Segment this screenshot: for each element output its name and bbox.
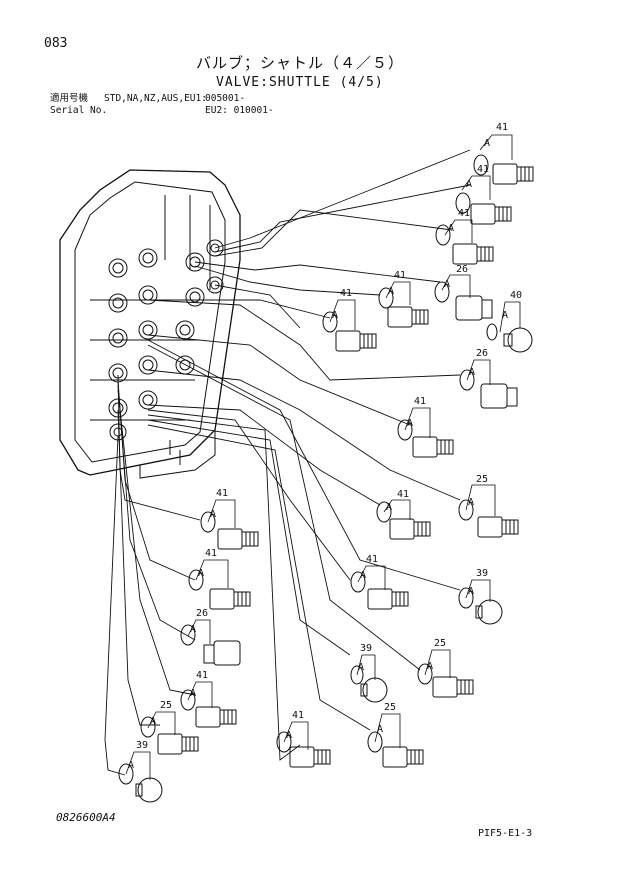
page-number: 083 xyxy=(44,36,68,51)
oring-a: A xyxy=(332,310,338,321)
leader-lines xyxy=(104,149,471,776)
label-40: 40 xyxy=(510,290,522,301)
label-25: 25 xyxy=(160,700,172,711)
label-41: 41 xyxy=(397,489,409,500)
label-41: 41 xyxy=(458,208,470,219)
label-41: 41 xyxy=(394,270,406,281)
oring-a: A xyxy=(502,310,508,321)
oring-a: A xyxy=(198,568,204,579)
serial-label-en: Serial No. xyxy=(50,105,108,116)
label-39: 39 xyxy=(136,740,148,751)
label-26: 26 xyxy=(476,348,488,359)
label-41: 41 xyxy=(216,488,228,499)
label-25: 25 xyxy=(434,638,446,649)
oring-a: A xyxy=(444,279,450,290)
label-41: 41 xyxy=(196,670,208,681)
oring-a: A xyxy=(468,497,474,508)
label-41: 41 xyxy=(340,288,352,299)
label-41: 41 xyxy=(205,548,217,559)
oring-a: A xyxy=(360,570,366,581)
oring-a: A xyxy=(190,624,196,635)
oring-a: A xyxy=(377,724,383,735)
port-group xyxy=(108,239,224,441)
oring-a: A xyxy=(448,223,454,234)
label-39: 39 xyxy=(476,568,488,579)
page-title-en: VALVE:SHUTTLE (4/5) xyxy=(216,75,384,90)
oring-a: A xyxy=(484,138,490,149)
oring-a: A xyxy=(358,662,364,673)
oring-a: A xyxy=(190,688,196,699)
label-41: 41 xyxy=(292,710,304,721)
callout-labels: 41 41 41 26 40 41 41 26 41 25 41 41 41 4… xyxy=(128,122,522,771)
page-code: PIF5-E1-3 xyxy=(478,828,533,839)
serial-eu2: EU2: 010001- xyxy=(205,105,274,116)
oring-a: A xyxy=(210,509,216,520)
drawing-number: 0826600A4 xyxy=(56,811,116,824)
label-39: 39 xyxy=(360,643,372,654)
oring-a: A xyxy=(388,286,394,297)
fitting-group xyxy=(118,154,534,803)
callout-brackets xyxy=(125,134,521,780)
label-26: 26 xyxy=(196,608,208,619)
oring-a: A xyxy=(150,716,156,727)
serial-eu1: 005001- xyxy=(205,93,246,104)
oring-a: A xyxy=(466,179,472,190)
label-41: 41 xyxy=(366,554,378,565)
label-25: 25 xyxy=(476,474,488,485)
oring-a: A xyxy=(128,760,134,771)
label-41: 41 xyxy=(496,122,508,133)
page-title-jp: バルブ；シャトル（４／５） xyxy=(196,54,405,72)
serial-label-jp: 適用号機 xyxy=(50,93,89,104)
label-41: 41 xyxy=(414,396,426,407)
valve-body xyxy=(59,169,241,479)
oring-a: A xyxy=(386,502,392,513)
label-25: 25 xyxy=(384,702,396,713)
oring-a: A xyxy=(407,418,413,429)
label-41: 41 xyxy=(477,164,489,175)
oring-a: A xyxy=(427,661,433,672)
oring-a: A xyxy=(286,730,292,741)
label-26: 26 xyxy=(456,264,468,275)
serial-models: STD,NA,NZ,AUS,EU1: xyxy=(104,93,207,104)
oring-a: A xyxy=(468,586,474,597)
oring-a: A xyxy=(469,367,475,378)
